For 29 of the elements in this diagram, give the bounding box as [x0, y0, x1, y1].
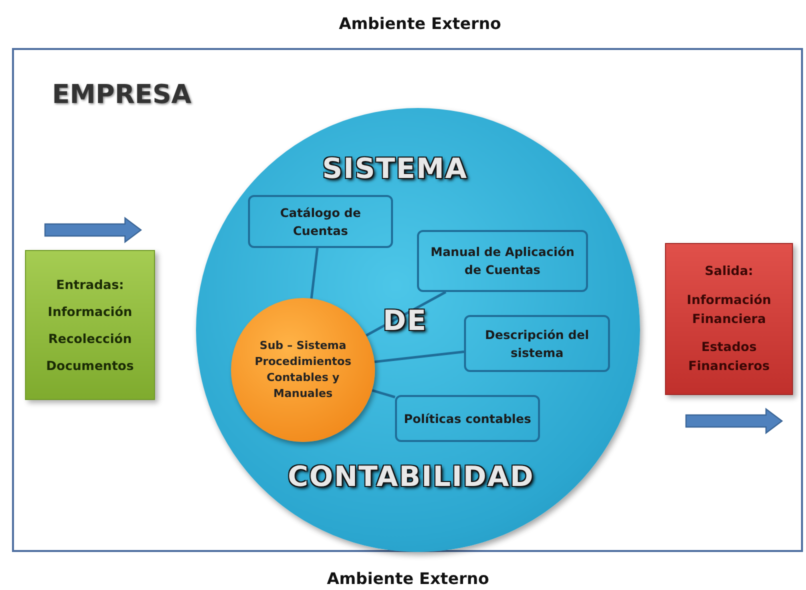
component-label: Políticas contables [404, 410, 532, 428]
connector-line [366, 290, 446, 337]
component-label: Manual de Aplicación de Cuentas [430, 244, 576, 279]
output-label: Estados Financieros [687, 338, 771, 376]
system-title: DE [382, 304, 428, 337]
input-label: Información [48, 304, 132, 319]
input-label: Documentos [46, 358, 134, 373]
output-label: Salida: [704, 262, 754, 280]
subsystem-label: Sub – Sistema Procedimientos Contables y Manuales [254, 338, 352, 402]
component-label: Catálogo de Cuentas [279, 204, 362, 240]
system-title: CONTABILIDAD [288, 460, 534, 493]
input-label: Entradas: [56, 277, 124, 292]
component-label: Descripción del sistema [484, 326, 590, 362]
output-label: Información Financiera [686, 290, 772, 328]
environment-label: Ambiente Externo [338, 14, 502, 33]
component-box [395, 395, 540, 442]
connector-line [374, 350, 464, 364]
component-box [464, 315, 610, 372]
environment-label: Ambiente Externo [326, 569, 490, 588]
connector-line [310, 248, 319, 299]
enterprise-heading: EMPRESA [52, 80, 192, 110]
output-box [665, 243, 793, 395]
enterprise-frame [12, 48, 803, 552]
system-title: SISTEMA [322, 152, 468, 185]
connector-line [372, 389, 396, 398]
input-label: Recolección [48, 331, 132, 346]
component-box [417, 230, 588, 292]
component-box [248, 195, 393, 248]
input-box [25, 250, 155, 400]
